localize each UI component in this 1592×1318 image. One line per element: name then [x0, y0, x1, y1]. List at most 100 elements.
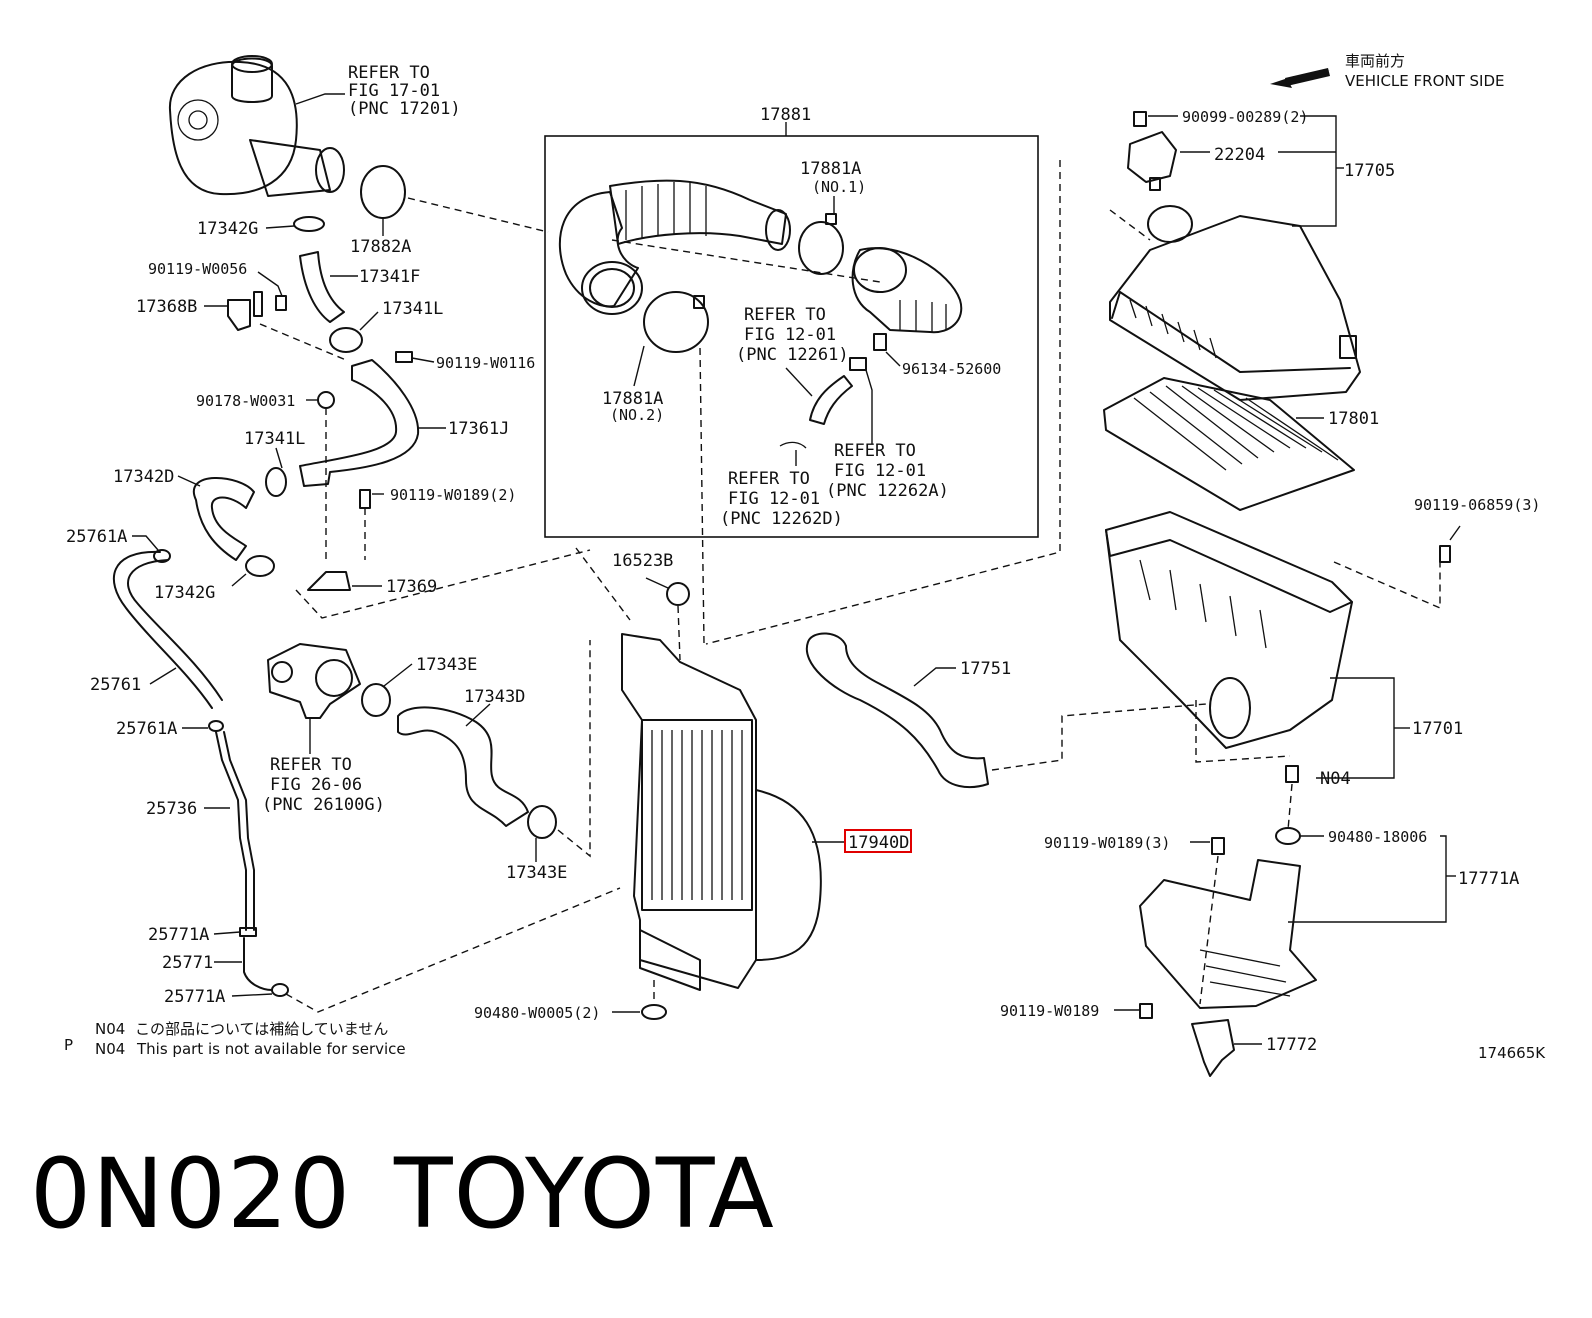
part-label: 25761A: [116, 719, 177, 739]
part-label: 17342G: [154, 583, 215, 603]
part-label: 25736: [146, 799, 197, 819]
hose-icon: [243, 937, 273, 991]
air-flow-meter-duct-icon: [851, 247, 963, 334]
clamp-icon: [271, 983, 289, 997]
part-label: 17341L: [244, 429, 305, 449]
part-label: 96134-52600: [902, 360, 1001, 378]
part-label: 90119-W0189: [1000, 1002, 1099, 1020]
assembly-box-17881: [544, 135, 1039, 538]
bolt-icon: [359, 489, 371, 509]
part-label: 90119-W0116: [436, 354, 535, 372]
part-label: (NO.2): [610, 406, 664, 424]
part-label: 17342G: [197, 219, 258, 239]
air-cleaner-case-icon: [1105, 511, 1353, 749]
bolt-icon: [395, 351, 413, 363]
orientation-jp: 車両前方: [1345, 52, 1405, 70]
refer-label: (PNC 12262A): [826, 481, 949, 501]
refer-label: REFER TO: [348, 63, 430, 83]
clamp-icon: [208, 720, 224, 732]
part-label: 25771A: [148, 925, 209, 945]
note-code: N04: [95, 1020, 125, 1038]
part-label: 17369: [386, 577, 437, 597]
part-label: 17341F: [359, 267, 420, 287]
refer-label: FIG 17-01: [348, 81, 440, 101]
nut-icon: [317, 391, 335, 409]
refer-label: REFER TO: [270, 755, 352, 775]
part-label: 90178-W0031: [196, 392, 295, 410]
cushion-icon: [1285, 765, 1299, 783]
pipe-icon: [299, 359, 420, 487]
hose-icon: [397, 706, 529, 827]
part-label: 90480-W0005(2): [474, 1004, 600, 1022]
cap-icon: [666, 582, 690, 606]
part-label: 17701: [1412, 719, 1463, 739]
bolt-icon: [275, 295, 287, 311]
part-label: 16523B: [612, 551, 673, 571]
bolt-icon: [1439, 545, 1451, 563]
refer-label: FIG 12-01: [728, 489, 820, 509]
part-label: 22204: [1214, 145, 1265, 165]
part-label: 25771: [162, 953, 213, 973]
ring-icon: [798, 221, 844, 275]
note-marker: P: [64, 1036, 73, 1054]
part-label: 17341L: [382, 299, 443, 319]
highlight-17940D: [844, 829, 912, 853]
part-label: 17771A: [1458, 869, 1519, 889]
bracket-icon: [1191, 1019, 1235, 1077]
part-label: 17801: [1328, 409, 1379, 429]
screw-icon: [1133, 111, 1147, 127]
part-label: 25761: [90, 675, 141, 695]
parts-diagram: 車両前方 VEHICLE FRONT SIDE 17881 REFER TO F…: [64, 52, 1546, 1077]
turbocharger-icon: [168, 55, 345, 197]
brand-name: TOYOTA: [394, 1138, 775, 1250]
part-label: 90119-W0189(3): [1044, 834, 1170, 852]
hose-icon: [299, 251, 345, 323]
clamp-icon: [153, 549, 171, 563]
refer-label: (PNC 12261): [736, 345, 849, 365]
ring-icon: [643, 291, 709, 353]
part-label: 90099-00289(2): [1182, 108, 1308, 126]
part-label: 17881A: [602, 389, 663, 409]
hose-icon: [809, 375, 853, 425]
refer-label: (PNC 12262D): [720, 509, 843, 529]
part-label: 17343D: [464, 687, 525, 707]
refer-label: REFER TO: [744, 305, 826, 325]
intercooler-icon: [621, 633, 822, 991]
refer-label: (PNC 26100G): [262, 795, 385, 815]
clamp-icon: [265, 467, 287, 497]
air-filter-icon: [1103, 377, 1355, 511]
part-code: 0N020: [30, 1138, 352, 1250]
part-label: 17705: [1344, 161, 1395, 181]
clamp-icon: [329, 327, 363, 353]
air-flow-sensor-icon: [1127, 131, 1177, 191]
refer-label: REFER TO: [728, 469, 810, 489]
note-text-en: This part is not available for service: [136, 1040, 406, 1058]
refer-label: FIG 12-01: [744, 325, 836, 345]
grommet-icon: [641, 1004, 667, 1020]
bolt-icon: [1139, 1003, 1153, 1019]
clip-icon: [779, 441, 807, 449]
pipe-icon: [215, 731, 247, 931]
part-label: 17882A: [350, 237, 411, 257]
illustration-number: 174665K: [1478, 1044, 1546, 1062]
clamp-icon: [245, 555, 275, 577]
refer-label: FIG 12-01: [834, 461, 926, 481]
grommet-icon: [1275, 827, 1301, 845]
part-label: 17342D: [113, 467, 174, 487]
air-cleaner-cap-icon: [1109, 205, 1361, 401]
note-code: N04: [95, 1040, 125, 1058]
part-label: 17772: [1266, 1035, 1317, 1055]
clamp-icon: [361, 683, 391, 717]
bolt-icon: [1211, 837, 1225, 855]
part-label: 25761A: [66, 527, 127, 547]
hose-icon: [112, 550, 213, 709]
label-17940D[interactable]: 17940D: [848, 833, 909, 853]
part-label: 25771A: [164, 987, 225, 1007]
bracket-icon: [307, 571, 351, 591]
part-label: 17343E: [416, 655, 477, 675]
vehicle-front-arrow-icon: [1270, 68, 1330, 88]
refer-label: REFER TO: [834, 441, 916, 461]
intake-duct-icon: [558, 179, 791, 315]
part-label: 17881A: [800, 159, 861, 179]
label-17881: 17881: [760, 105, 811, 125]
